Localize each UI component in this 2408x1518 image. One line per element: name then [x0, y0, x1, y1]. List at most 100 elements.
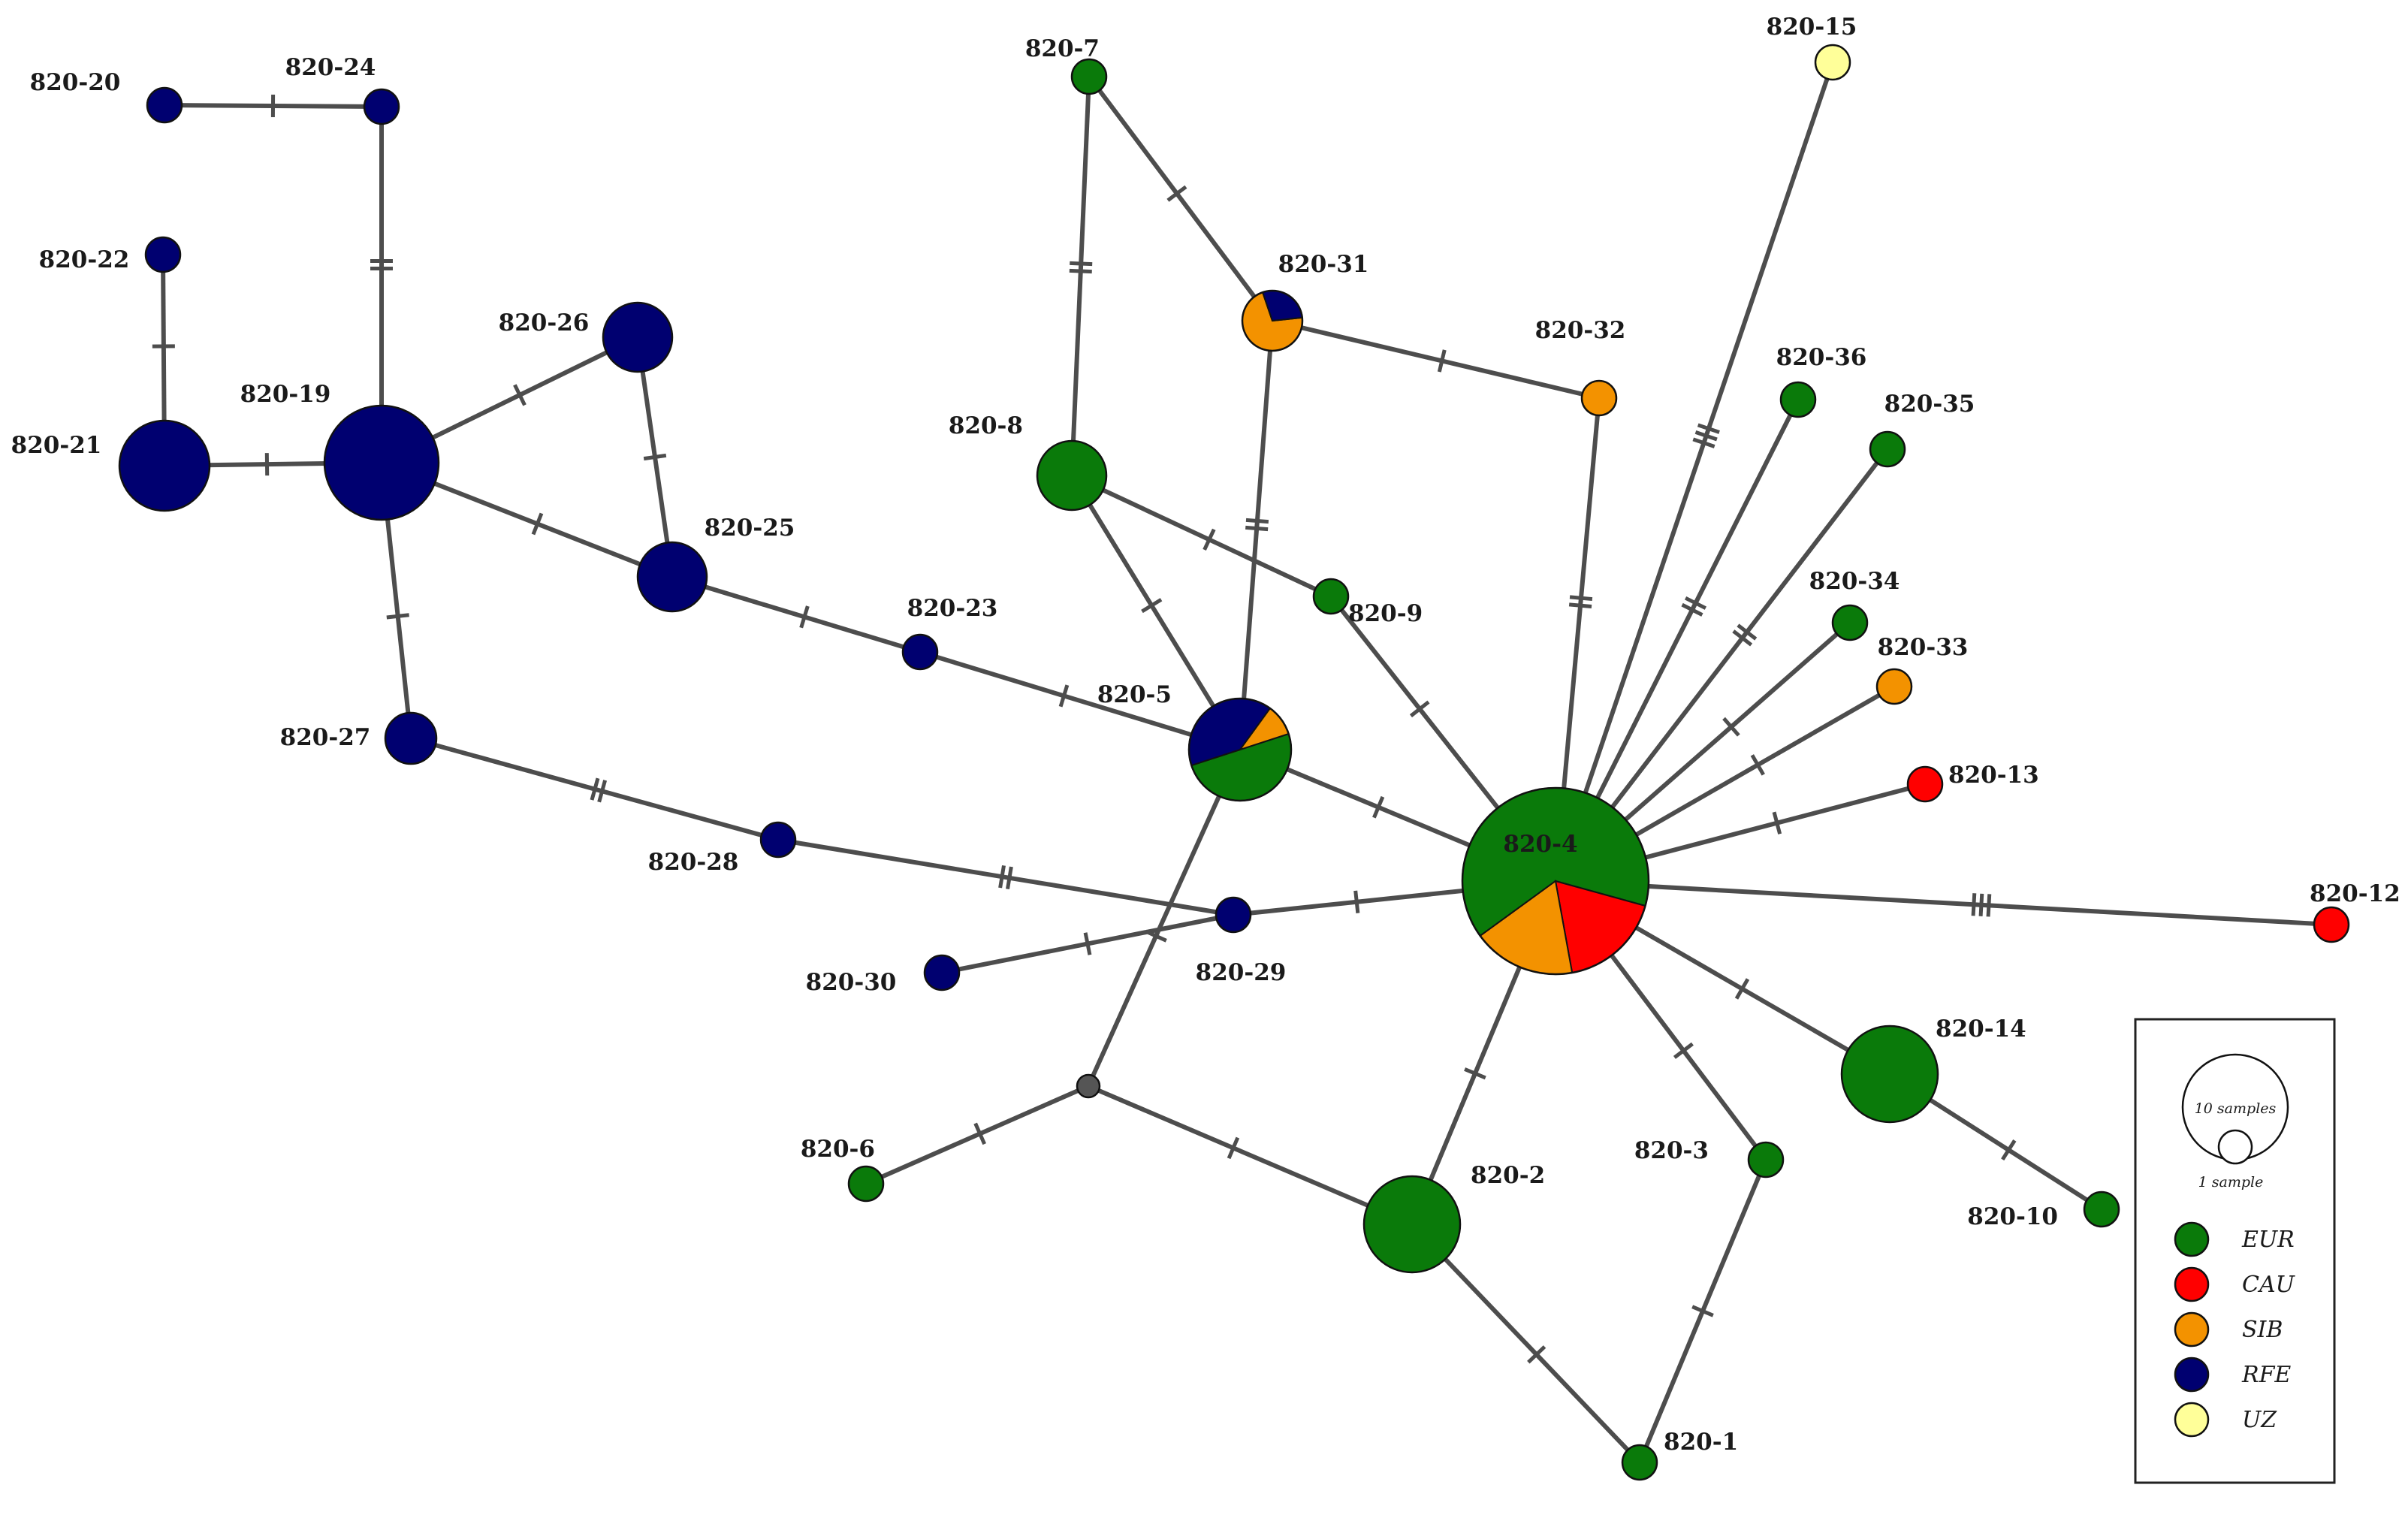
node-slice-EUR	[1037, 441, 1106, 510]
node-slice-RFE	[119, 421, 210, 511]
labels-layer: 820-1820-2820-3820-4820-5820-6820-7820-8…	[11, 14, 2400, 1456]
node-slice-UZ	[1815, 45, 1850, 80]
node-outline	[1779, 381, 1817, 418]
node-slice-RFE	[324, 406, 439, 520]
node-label-820-21: 820-21	[11, 432, 102, 459]
node-label-820-19: 820-19	[240, 381, 331, 408]
node-label-820-4: 820-4	[1503, 831, 1577, 858]
mutation-tick	[799, 605, 810, 629]
mutation-tick	[1372, 795, 1385, 819]
node-label-820-30: 820-30	[806, 969, 897, 996]
mutation-tick	[1166, 185, 1187, 202]
node-label-820-5: 820-5	[1097, 681, 1172, 708]
mutation-tick	[1568, 602, 1592, 609]
mutation-tick	[1245, 518, 1269, 524]
node-outline	[363, 88, 400, 125]
node-slice-EUR	[1072, 59, 1106, 94]
edge-820-28-820-29	[777, 837, 1234, 917]
mutation-tick	[1697, 423, 1720, 434]
haplotype-node-820-7	[1070, 58, 1108, 95]
edge-820-5-mv	[1086, 748, 1242, 1088]
node-label-820-20: 820-20	[30, 69, 121, 96]
node-slice-RFE	[1216, 898, 1251, 932]
node-label-820-31: 820-31	[1278, 251, 1369, 278]
node-slice-EUR	[1622, 1445, 1657, 1480]
node-label-820-27: 820-27	[280, 724, 371, 751]
mutation-tick	[1691, 1305, 1714, 1317]
edge-820-7-820-8	[1069, 76, 1093, 476]
mutation-tick	[1437, 349, 1447, 373]
edge-820-1-820-3	[1637, 1158, 1768, 1464]
node-label-820-26: 820-26	[499, 309, 590, 336]
edge-line	[1070, 474, 1242, 751]
edge-820-27-820-28	[410, 736, 779, 842]
node-label-820-22: 820-22	[39, 246, 130, 273]
edge-820-24-820-19	[370, 107, 393, 463]
legend-swatch-sib	[2174, 1311, 2210, 1347]
mutation-tick	[1227, 1136, 1240, 1160]
node-label-820-14: 820-14	[1936, 1016, 2026, 1043]
haplotype-node-820-5	[1187, 697, 1293, 802]
node-outline	[2083, 1191, 2120, 1228]
node-slice-EUR	[849, 1166, 883, 1201]
node-outline	[146, 86, 183, 124]
mutation-tick	[1409, 700, 1430, 718]
node-label-820-25: 820-25	[705, 515, 795, 542]
node-outline	[1840, 1025, 1939, 1124]
haplotype-node-820-13	[1906, 765, 1944, 803]
node-label-820-2: 820-2	[1471, 1162, 1545, 1189]
node-outline	[1362, 1175, 1462, 1274]
haplotype-node-820-10	[2083, 1191, 2120, 1228]
node-label-820-10: 820-10	[1967, 1203, 2058, 1230]
edge-line	[865, 1084, 1090, 1186]
node-slice-EUR	[1781, 382, 1815, 417]
node-label-820-9: 820-9	[1348, 600, 1423, 627]
node-label-820-3: 820-3	[1634, 1137, 1709, 1164]
node-label-820-6: 820-6	[801, 1136, 875, 1163]
mutation-tick	[590, 777, 600, 801]
node-slice-EUR	[1833, 605, 1867, 640]
mutation-tick	[531, 512, 544, 536]
haplotype-node-820-26	[602, 301, 674, 373]
node-outline	[1814, 44, 1851, 81]
node-slice-RFE	[903, 635, 937, 669]
haplotype-node-820-34	[1831, 604, 1869, 641]
mutation-tick	[1684, 596, 1706, 610]
haplotype-node-820-35	[1869, 430, 1906, 468]
node-slice-median	[1077, 1075, 1100, 1097]
node-outline	[1906, 765, 1944, 803]
node-slice-CAU	[2314, 907, 2349, 942]
edge-820-2-820-1	[1410, 1222, 1642, 1465]
node-outline	[901, 633, 939, 671]
mutation-tick	[1722, 717, 1740, 737]
mutation-tick	[1673, 1042, 1694, 1059]
mutation-tick	[998, 865, 1006, 889]
node-slice-SIB	[1877, 669, 1912, 704]
node-outline	[1215, 896, 1252, 934]
node-slice-EUR	[1314, 579, 1348, 614]
mutation-tick	[1006, 866, 1013, 890]
node-outline	[323, 404, 440, 521]
edge-820-31-820-5	[1238, 320, 1275, 750]
haplotype-node-820-6	[847, 1165, 885, 1203]
mutation-tick	[1750, 754, 1765, 776]
haplotype-node-820-9	[1312, 578, 1350, 615]
node-outline	[1036, 439, 1108, 512]
node-outline	[1461, 786, 1650, 976]
edge-820-20-820-24	[164, 94, 382, 118]
haplotype-node-820-25	[636, 541, 708, 613]
edge-820-4-820-15	[1553, 62, 1835, 882]
mutation-tick	[1692, 437, 1715, 448]
node-label-820-32: 820-32	[1535, 317, 1626, 344]
haplotype-node-820-2	[1362, 1175, 1462, 1274]
edge-line	[1070, 76, 1091, 476]
mutation-tick	[2001, 1139, 2017, 1161]
node-slice-EUR	[1842, 1026, 1938, 1122]
legend-swatch-cau	[2174, 1266, 2210, 1302]
node-label-820-15: 820-15	[1767, 14, 1857, 41]
legend-label-eur: EUR	[2241, 1227, 2295, 1253]
mutation-tick	[1245, 525, 1269, 532]
haplotype-node-820-15	[1814, 44, 1851, 81]
